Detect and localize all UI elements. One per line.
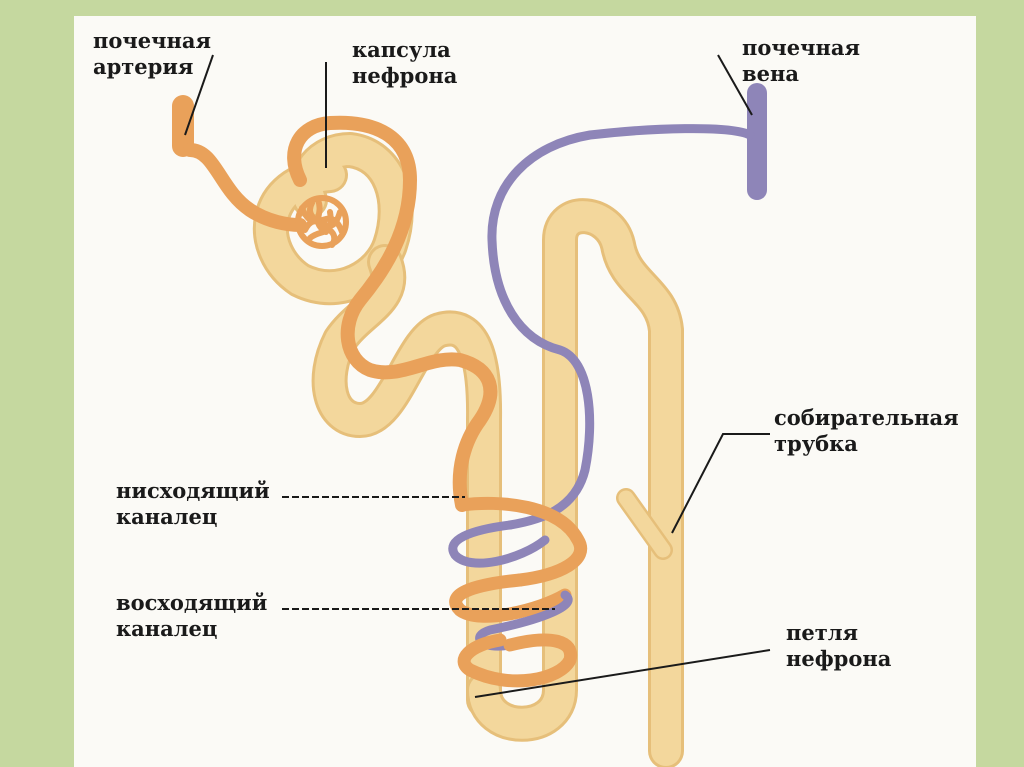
label-collecting-duct: собирательная трубка xyxy=(774,405,959,457)
label-renal-artery: почечная артерия xyxy=(93,28,211,80)
label-descending-tubule: нисходящий каналец xyxy=(116,478,270,530)
leader-loop xyxy=(475,650,770,697)
label-ascending-tubule: восходящий каналец xyxy=(116,590,267,642)
label-renal-vein: почечная вена xyxy=(742,35,860,87)
leader-collecting-duct xyxy=(672,434,770,533)
vein xyxy=(492,93,757,525)
vein-vessel xyxy=(492,129,750,525)
label-loop-of-henle: петля нефрона xyxy=(786,620,891,672)
label-capsule: капсула нефрона xyxy=(352,37,457,89)
